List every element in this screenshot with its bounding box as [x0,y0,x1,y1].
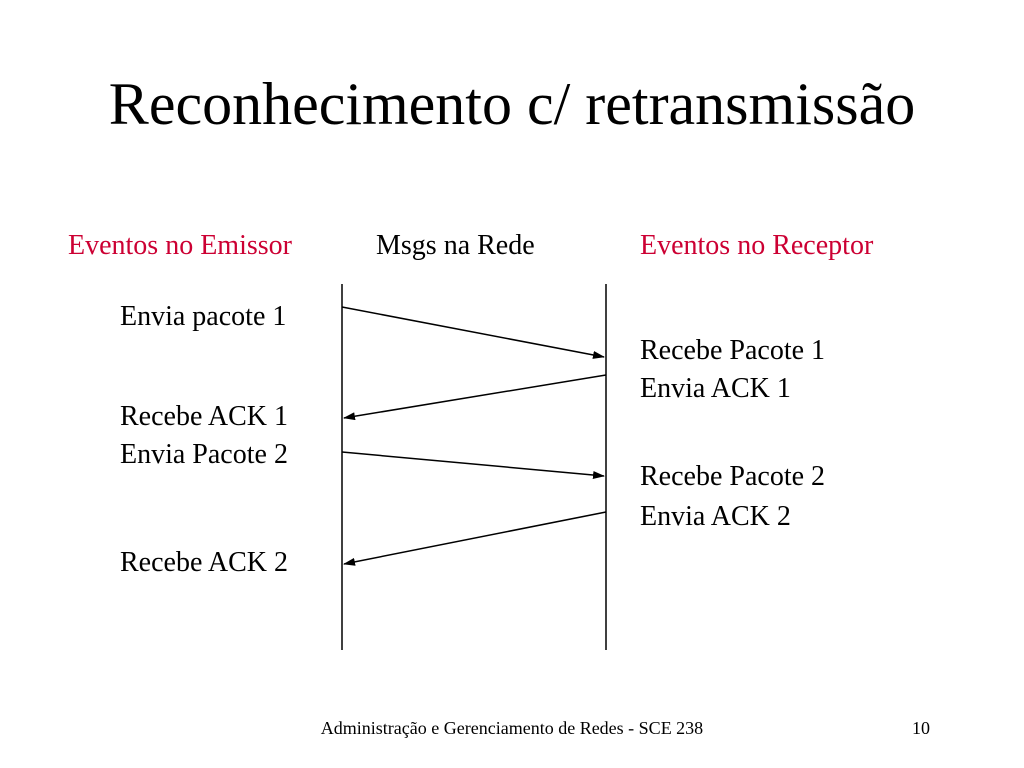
page-number: 10 [912,718,930,738]
ack-1-arrow [343,374,607,421]
packet-1-arrow [341,306,605,359]
footer-text: Administração e Gerenciamento de Redes -… [320,718,704,738]
packet-2-arrow [341,451,605,479]
ack-2-arrow [343,511,607,566]
sender-event-send-packet-2: Envia Pacote 2 [120,439,288,470]
receiver-event-receive-packet-1: Recebe Pacote 1 [640,335,826,366]
sender-event-receive-ack-1: Recebe ACK 1 [120,401,288,432]
slide-title: Reconhecimento c/ retransmissão [108,71,916,137]
network-messages-header: Msgs na Rede [376,230,535,261]
receiver-event-send-ack-1: Envia ACK 1 [640,373,791,404]
receiver-events-header: Eventos no Receptor [640,230,874,261]
receiver-event-send-ack-2: Envia ACK 2 [640,501,791,532]
sender-event-receive-ack-2: Recebe ACK 2 [120,547,288,578]
sender-events-header: Eventos no Emissor [68,230,292,261]
receiver-event-receive-packet-2: Recebe Pacote 2 [640,461,826,492]
sender-event-send-packet-1: Envia pacote 1 [120,301,287,332]
